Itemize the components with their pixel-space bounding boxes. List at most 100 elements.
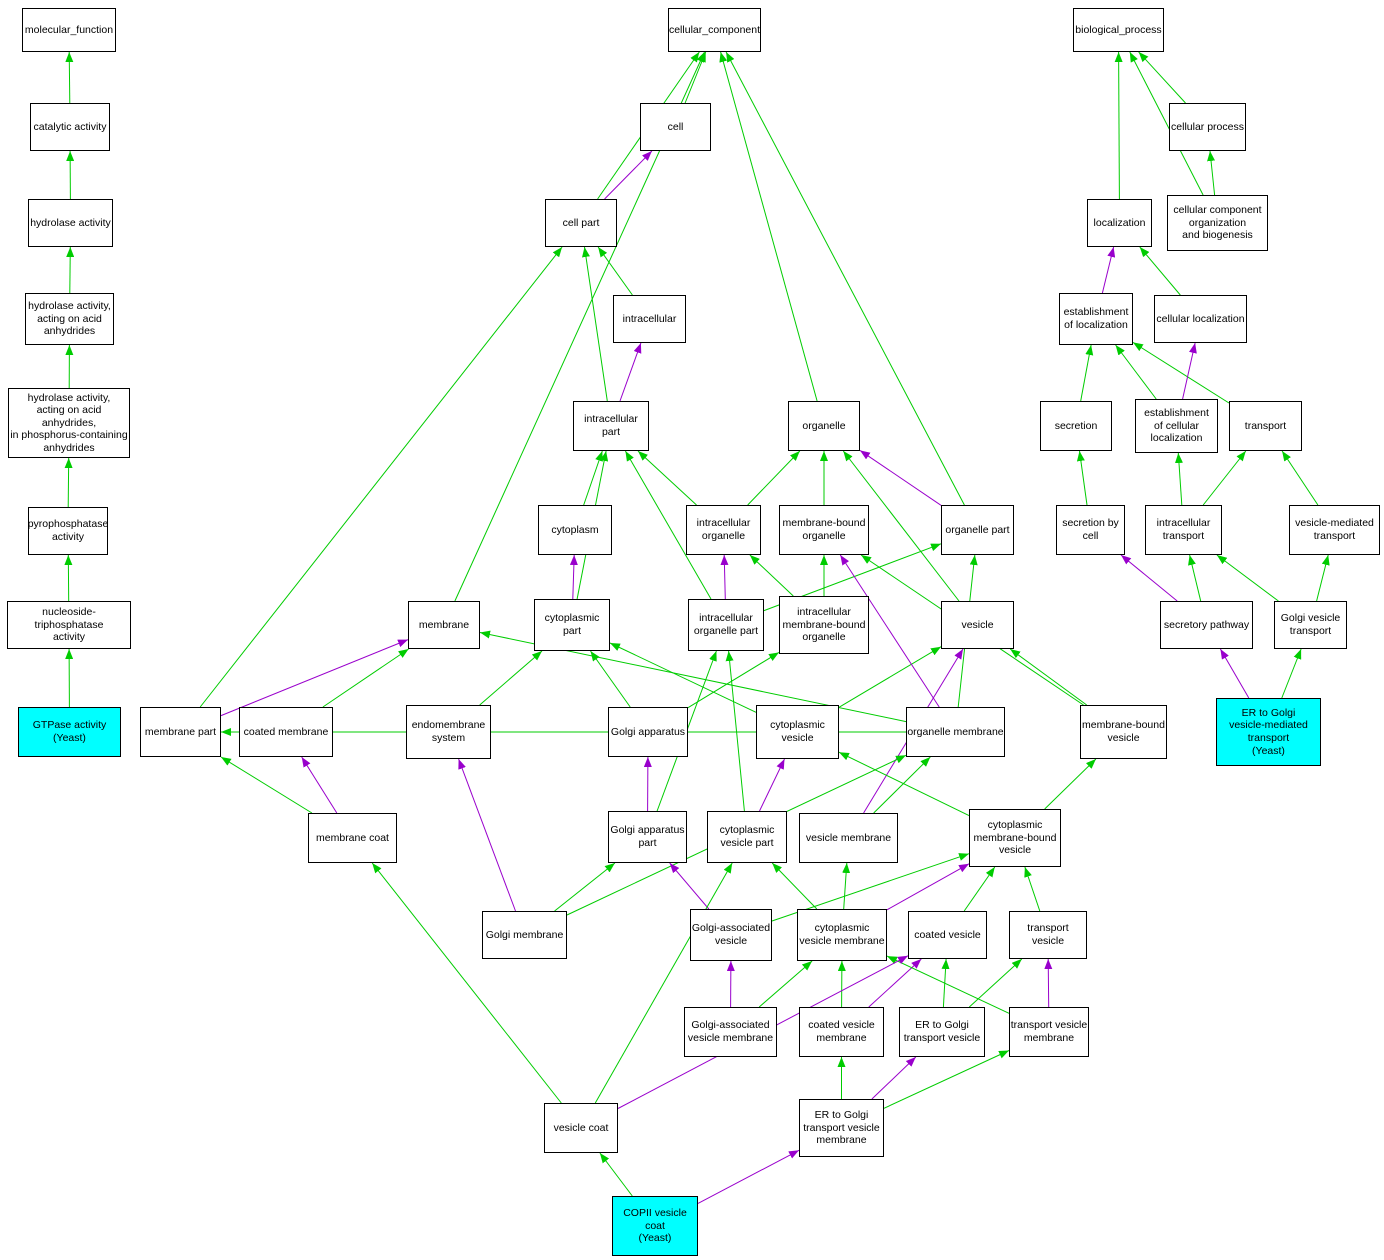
edge-cytoplasmic_mb_vesicle-to-cytoplasmic_vesicle (838, 751, 970, 817)
go-term-node-coated-vesicle[interactable]: coated vesicle (908, 911, 987, 959)
go-term-node-membrane-part[interactable]: membrane part (140, 707, 221, 757)
go-term-node-coated-membrane[interactable]: coated membrane (239, 707, 333, 757)
go-term-node-cc-org-biogenesis[interactable]: cellular component organization and biog… (1167, 195, 1268, 251)
go-term-node-golgi-membrane[interactable]: Golgi membrane (482, 911, 567, 959)
edge-intracellular_organelle_part-to-intracellular_organelle (720, 554, 729, 600)
go-term-node-membrane-bound-vesicle[interactable]: membrane-bound vesicle (1080, 705, 1167, 759)
go-term-node-localization[interactable]: localization (1087, 199, 1152, 247)
go-term-node-cellular-component[interactable]: cellular_component (668, 8, 761, 52)
edge-pyrophosphatase_activity-to-hydrolase_phosphorus (64, 457, 73, 508)
go-term-node-er-golgi-vmt[interactable]: ER to Golgi vesicle-mediated transport (… (1216, 698, 1321, 766)
edge-intracellular_organelle_part-to-intracellular_part (624, 450, 712, 600)
edge-transport-to-establishment_of_localization (1132, 341, 1230, 404)
go-term-node-hydrolase-acid-anhydrides[interactable]: hydrolase activity, acting on acid anhyd… (25, 293, 114, 345)
go-term-node-intracellular-organelle-part[interactable]: intracellular organelle part (688, 599, 764, 651)
go-term-node-intracellular-organelle[interactable]: intracellular organelle (686, 505, 761, 555)
edge-golgi_membrane-to-endomembrane_system (458, 758, 516, 912)
go-term-node-cytoplasmic-vesicle[interactable]: cytoplasmic vesicle (756, 705, 839, 759)
go-term-node-secretion[interactable]: secretion (1040, 401, 1112, 451)
go-term-node-transport-vesicle[interactable]: transport vesicle (1009, 911, 1087, 959)
go-term-node-organelle[interactable]: organelle (788, 401, 860, 451)
go-term-node-secretory-pathway[interactable]: secretory pathway (1160, 601, 1253, 649)
go-term-node-cellular-localization[interactable]: cellular localization (1154, 295, 1247, 343)
go-term-node-cytoplasmic-vesicle-membrane[interactable]: cytoplasmic vesicle membrane (797, 909, 887, 961)
edge-organelle_membrane-to-membrane_bound_organelle (839, 554, 940, 708)
edge-secretion-to-establishment_of_localization (1080, 344, 1094, 402)
go-term-node-biological-process[interactable]: biological_process (1073, 8, 1164, 52)
go-term-node-transport-vesicle-membrane[interactable]: transport vesicle membrane (1009, 1007, 1089, 1057)
go-term-node-cellular-process[interactable]: cellular process (1169, 103, 1246, 151)
go-term-node-membrane-coat[interactable]: membrane coat (308, 813, 397, 863)
go-term-node-membrane-bound-organelle[interactable]: membrane-bound organelle (779, 505, 869, 555)
go-term-node-er-golgi-tv-membrane[interactable]: ER to Golgi transport vesicle membrane (799, 1099, 884, 1157)
edge-golgi_apparatus-to-cytoplasmic_part (590, 650, 631, 708)
edge-intracellular_part-to-intracellular (619, 342, 642, 402)
edge-establishment_cellular_localization-to-cellular_localization (1182, 342, 1197, 400)
edge-cc_org_biogenesis-to-cellular_process (1207, 150, 1216, 196)
edge-organelle-to-cellular_component (719, 51, 818, 402)
go-term-node-cell-part[interactable]: cell part (545, 199, 617, 247)
edge-cytoplasmic_part-to-cytoplasm (569, 554, 578, 600)
edge-er_golgi_vmt-to-secretory_pathway (1219, 648, 1250, 699)
edge-cellular_localization-to-localization (1139, 246, 1181, 296)
go-term-node-golgi-apparatus[interactable]: Golgi apparatus (608, 707, 688, 757)
go-term-node-transport[interactable]: transport (1229, 401, 1302, 451)
go-term-node-vesicle-coat[interactable]: vesicle coat (544, 1103, 618, 1153)
go-term-node-vesicle-mediated-transport[interactable]: vesicle-mediated transport (1289, 505, 1380, 555)
edge-transport_vesicle_membrane-to-cytoplasmic_vesicle_membrane (886, 955, 1010, 1014)
go-term-node-golgi-apparatus-part[interactable]: Golgi apparatus part (608, 811, 687, 863)
go-term-node-molecular-function[interactable]: molecular_function (22, 8, 116, 52)
go-term-node-membrane[interactable]: membrane (408, 601, 480, 649)
go-term-node-vesicle-membrane[interactable]: vesicle membrane (799, 813, 898, 863)
go-term-node-establishment-of-localization[interactable]: establishment of localization (1059, 293, 1133, 345)
go-term-node-intracellular-mb-organelle[interactable]: intracellular membrane-bound organelle (779, 596, 869, 654)
go-term-node-intracellular[interactable]: intracellular (613, 295, 686, 343)
edge-cellular_process-to-biological_process (1138, 51, 1186, 104)
go-term-node-establishment-cellular-localization[interactable]: establishment of cellular localization (1135, 399, 1218, 453)
go-term-node-gtpase-activity[interactable]: GTPase activity (Yeast) (18, 707, 121, 757)
go-term-node-catalytic-activity[interactable]: catalytic activity (30, 103, 110, 151)
go-term-node-golgi-associated-vesicle-membrane[interactable]: Golgi-associated vesicle membrane (684, 1007, 777, 1057)
edge-golgi_vesicle_transport-to-vesicle_mediated_transport (1316, 554, 1330, 602)
go-term-node-organelle-part[interactable]: organelle part (941, 505, 1014, 555)
edge-golgi_vesicle_transport-to-intracellular_transport (1216, 554, 1279, 602)
edge-cytoplasm-to-intracellular_part (583, 450, 603, 506)
go-term-node-intracellular-part[interactable]: intracellular part (573, 401, 649, 451)
edge-transport_vesicle-to-cytoplasmic_mb_vesicle (1024, 866, 1041, 912)
edge-intracellular_mb_organelle-to-intracellular_organelle (749, 554, 794, 597)
go-term-node-cytoplasmic-mb-vesicle[interactable]: cytoplasmic membrane-bound vesicle (969, 809, 1061, 867)
edge-intracellular_organelle-to-intracellular_part (637, 450, 697, 506)
go-term-node-hydrolase-activity[interactable]: hydrolase activity (28, 199, 113, 247)
go-term-node-vesicle[interactable]: vesicle (941, 601, 1014, 649)
go-term-node-er-golgi-transport-vesicle[interactable]: ER to Golgi transport vesicle (899, 1007, 985, 1057)
edge-cytoplasmic_mb_vesicle-to-membrane_bound_vesicle (1044, 758, 1097, 810)
edge-transport_vesicle_membrane-to-transport_vesicle (1044, 958, 1053, 1008)
go-term-node-golgi-vesicle-transport[interactable]: Golgi vesicle transport (1274, 601, 1347, 649)
go-term-node-golgi-associated-vesicle[interactable]: Golgi-associated vesicle (690, 909, 772, 961)
edge-intracellular-to-cell_part (597, 246, 633, 296)
edge-establishment_of_localization-to-localization (1101, 246, 1116, 294)
go-term-node-cytoplasmic-part[interactable]: cytoplasmic part (534, 599, 610, 651)
edge-secretory_pathway-to-secretion_by_cell (1120, 554, 1178, 602)
edge-vesicle-to-organelle (842, 450, 960, 602)
edge-cytoplasmic_vesicle_membrane-to-cytoplasmic_mb_vesicle (886, 863, 970, 911)
edge-cell_part-to-cell (604, 150, 653, 200)
go-term-node-coated-vesicle-membrane[interactable]: coated vesicle membrane (799, 1007, 884, 1057)
go-term-node-cell[interactable]: cell (640, 103, 711, 151)
go-term-node-secretion-by-cell[interactable]: secretion by cell (1056, 505, 1125, 555)
go-term-node-copii-vesicle-coat[interactable]: COPII vesicle coat (Yeast) (612, 1196, 698, 1256)
edge-vesicle_coat-to-membrane_coat (371, 862, 562, 1104)
go-term-node-cytoplasm[interactable]: cytoplasm (538, 505, 612, 555)
go-term-node-endomembrane-system[interactable]: endomembrane system (406, 705, 491, 759)
go-term-node-ntpase-activity[interactable]: nucleoside-triphosphatase activity (7, 601, 131, 649)
go-term-node-pyrophosphatase-activity[interactable]: pyrophosphatase activity (28, 507, 108, 555)
go-term-node-cytoplasmic-vesicle-part[interactable]: cytoplasmic vesicle part (707, 811, 787, 863)
go-term-node-intracellular-transport[interactable]: intracellular transport (1145, 505, 1222, 555)
edge-membrane_part-to-cell_part (199, 246, 563, 708)
edge-cytoplasmic_vesicle-to-cytoplasmic_part (609, 642, 757, 713)
edge-cc_org_biogenesis-to-biological_process (1129, 51, 1204, 196)
go-term-node-organelle-membrane[interactable]: organelle membrane (906, 707, 1005, 757)
edge-cytoplasmic_vesicle_part-to-cytoplasmic_vesicle (759, 758, 785, 812)
go-term-node-hydrolase-phosphorus[interactable]: hydrolase activity, acting on acid anhyd… (8, 388, 130, 458)
